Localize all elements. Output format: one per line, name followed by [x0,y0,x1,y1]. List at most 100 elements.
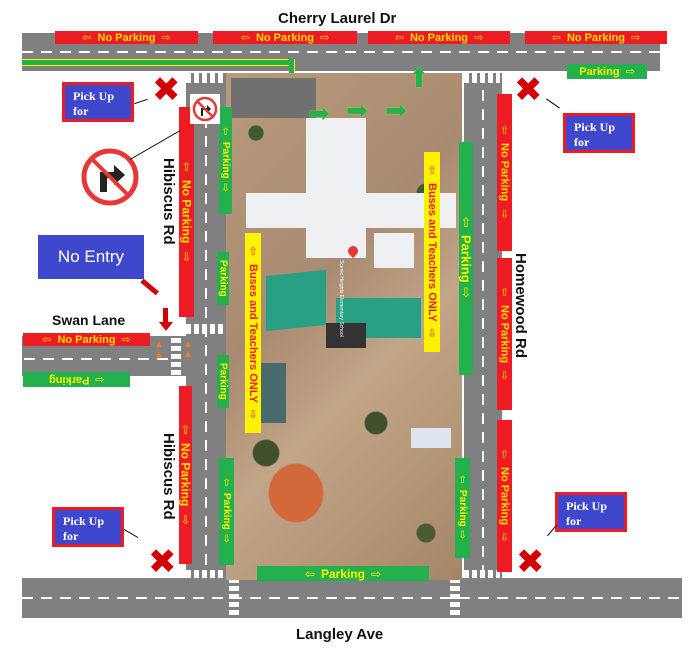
no-right-turn-icon [81,148,139,206]
no-parking-sign: ⇦ No Parking ⇨ [55,31,198,44]
no-parking-sign: ⇧ No Parking ⇩ [497,94,512,251]
crosswalk [171,338,181,378]
up-arrow-icon: ⇧ [499,447,510,461]
crosswalk [186,324,226,334]
street-label-langley: Langley Ave [296,626,384,643]
right-arrow-icon: ⇨ [474,31,484,44]
building [266,269,326,332]
crosswalk [450,578,460,618]
parking-sign: ⇦ Parking ⇨ [257,566,429,581]
parking-sign: ⇧ Parking ⇩ [455,458,470,558]
up-arrow-icon: ⇧ [180,423,191,438]
building [374,233,414,268]
road-center-line [482,90,484,580]
buses-teachers-only-sign: ⇧ Buses and Teachers ONLY ⇩ [424,152,440,352]
left-arrow-icon: ⇦ [240,31,250,44]
building [231,78,316,118]
crosswalk [186,570,226,578]
right-arrow-icon: ⇨ [95,373,105,386]
no-entry-arrow [163,308,168,324]
road-center-line [24,358,174,360]
pointer-arrow [134,98,148,105]
x-mark-icon: ✖ [514,70,543,110]
no-right-turn-icon [192,96,218,122]
down-arrow-icon: ⇩ [499,531,510,545]
no-parking-sign: ⇧ No Parking ⇩ [179,386,193,564]
up-arrow-icon: ⇧ [248,244,258,258]
traffic-cone-icon: ▲▲ [154,339,164,360]
pickup-walkers-sign: Pick Up for Walkers [52,507,124,558]
parking-sign: ⇧ Parking ⇩ [219,458,234,565]
left-arrow-icon: ⇦ [394,31,404,44]
down-arrow-icon: ⇩ [499,207,510,221]
road-center-line [22,597,682,599]
up-arrow-icon: ⇧ [181,160,192,175]
no-parking-sign: ⇧ No Parking ⇩ [497,420,512,572]
x-mark-icon: ✖ [148,542,177,582]
entry-route-line [22,59,294,66]
street-label-cherry-laurel: Cherry Laurel Dr [278,10,397,27]
no-parking-sign: ⇦ No Parking ⇨ [368,31,510,44]
no-entry-sign: No Entry [38,235,144,279]
pickup-walkers-sign: Pick Up for Walkers [563,113,635,164]
right-arrow-icon: ⇨ [631,31,641,44]
up-arrow-icon: ⇧ [427,163,437,177]
right-arrow-icon: ⇨ [625,65,635,78]
right-arrow-icon: ⇨ [320,31,330,44]
left-arrow-icon: ⇦ [551,31,561,44]
no-parking-sign: ⇧ No Parking ⇩ [179,107,194,317]
crosswalk [229,578,239,618]
up-arrow-icon: ⬆ [408,63,430,93]
no-right-turn-sign-small [190,94,220,124]
right-arrow-icon: ⇨ [161,31,171,44]
right-arrow-icon: ⇨ [371,566,382,581]
up-arrow-icon: ⇧ [458,474,467,486]
up-arrow-icon: ⇧ [499,285,510,299]
no-parking-sign: ⇦ No Parking ⇨ [213,31,357,44]
entry-route-turn [289,59,295,77]
left-arrow-icon: ⇦ [304,566,315,581]
pickup-walkers-sign: Pick Up for Walkers [62,82,134,133]
building [306,118,366,198]
right-arrow-icon: ➡ [385,95,407,125]
school-name-label: Scenic Heights Elementary School [338,260,344,337]
building [256,363,286,423]
pickup-walkers-sign: Pick Up for Walkers [555,492,627,543]
down-arrow-icon [159,322,173,331]
road-center-line [205,98,207,580]
down-arrow-icon: ⇩ [248,408,258,422]
right-arrow-icon: ⇨ [121,333,131,346]
crosswalk [186,73,226,83]
down-arrow-icon: ⇩ [499,369,510,383]
down-arrow-icon: ⇩ [458,530,467,542]
pointer-arrow [123,529,139,538]
parking-sign: ⇧ Parking ⇩ [219,107,232,214]
x-mark-icon: ✖ [516,542,545,582]
down-arrow-icon: ⇩ [222,533,231,545]
no-parking-sign: ⇦ No Parking ⇨ [23,333,150,346]
parking-sign: ⇧ Parking ⇩ [459,142,474,375]
road-center-line [22,51,662,53]
right-arrow-icon: ➡ [346,95,368,125]
building [411,428,451,448]
street-label-hibiscus-lower: Hibiscus Rd [160,433,177,520]
down-arrow-icon: ⇩ [180,512,191,527]
up-arrow-icon: ⇧ [222,478,231,490]
building [326,323,366,348]
down-arrow-icon: ⇩ [427,327,437,341]
down-arrow-icon: ⇩ [221,182,230,194]
building [246,193,456,228]
pointer-arrow [129,130,181,160]
crosswalk [464,73,500,83]
parking-sign: Parking [217,355,229,408]
x-mark-icon: ✖ [152,70,181,110]
pointer-arrow [546,98,560,109]
right-arrow-icon: ➡ [308,98,330,128]
parking-sign: Parking ⇨ [567,64,647,79]
down-arrow-icon: ⇩ [181,249,192,264]
street-label-swan-lane: Swan Lane [52,312,126,328]
school-aerial-photo [226,73,462,580]
no-parking-sign: ⇧ No Parking ⇩ [497,258,512,410]
up-arrow-icon: ⇧ [221,127,230,139]
up-arrow-icon: ⇧ [499,124,510,138]
